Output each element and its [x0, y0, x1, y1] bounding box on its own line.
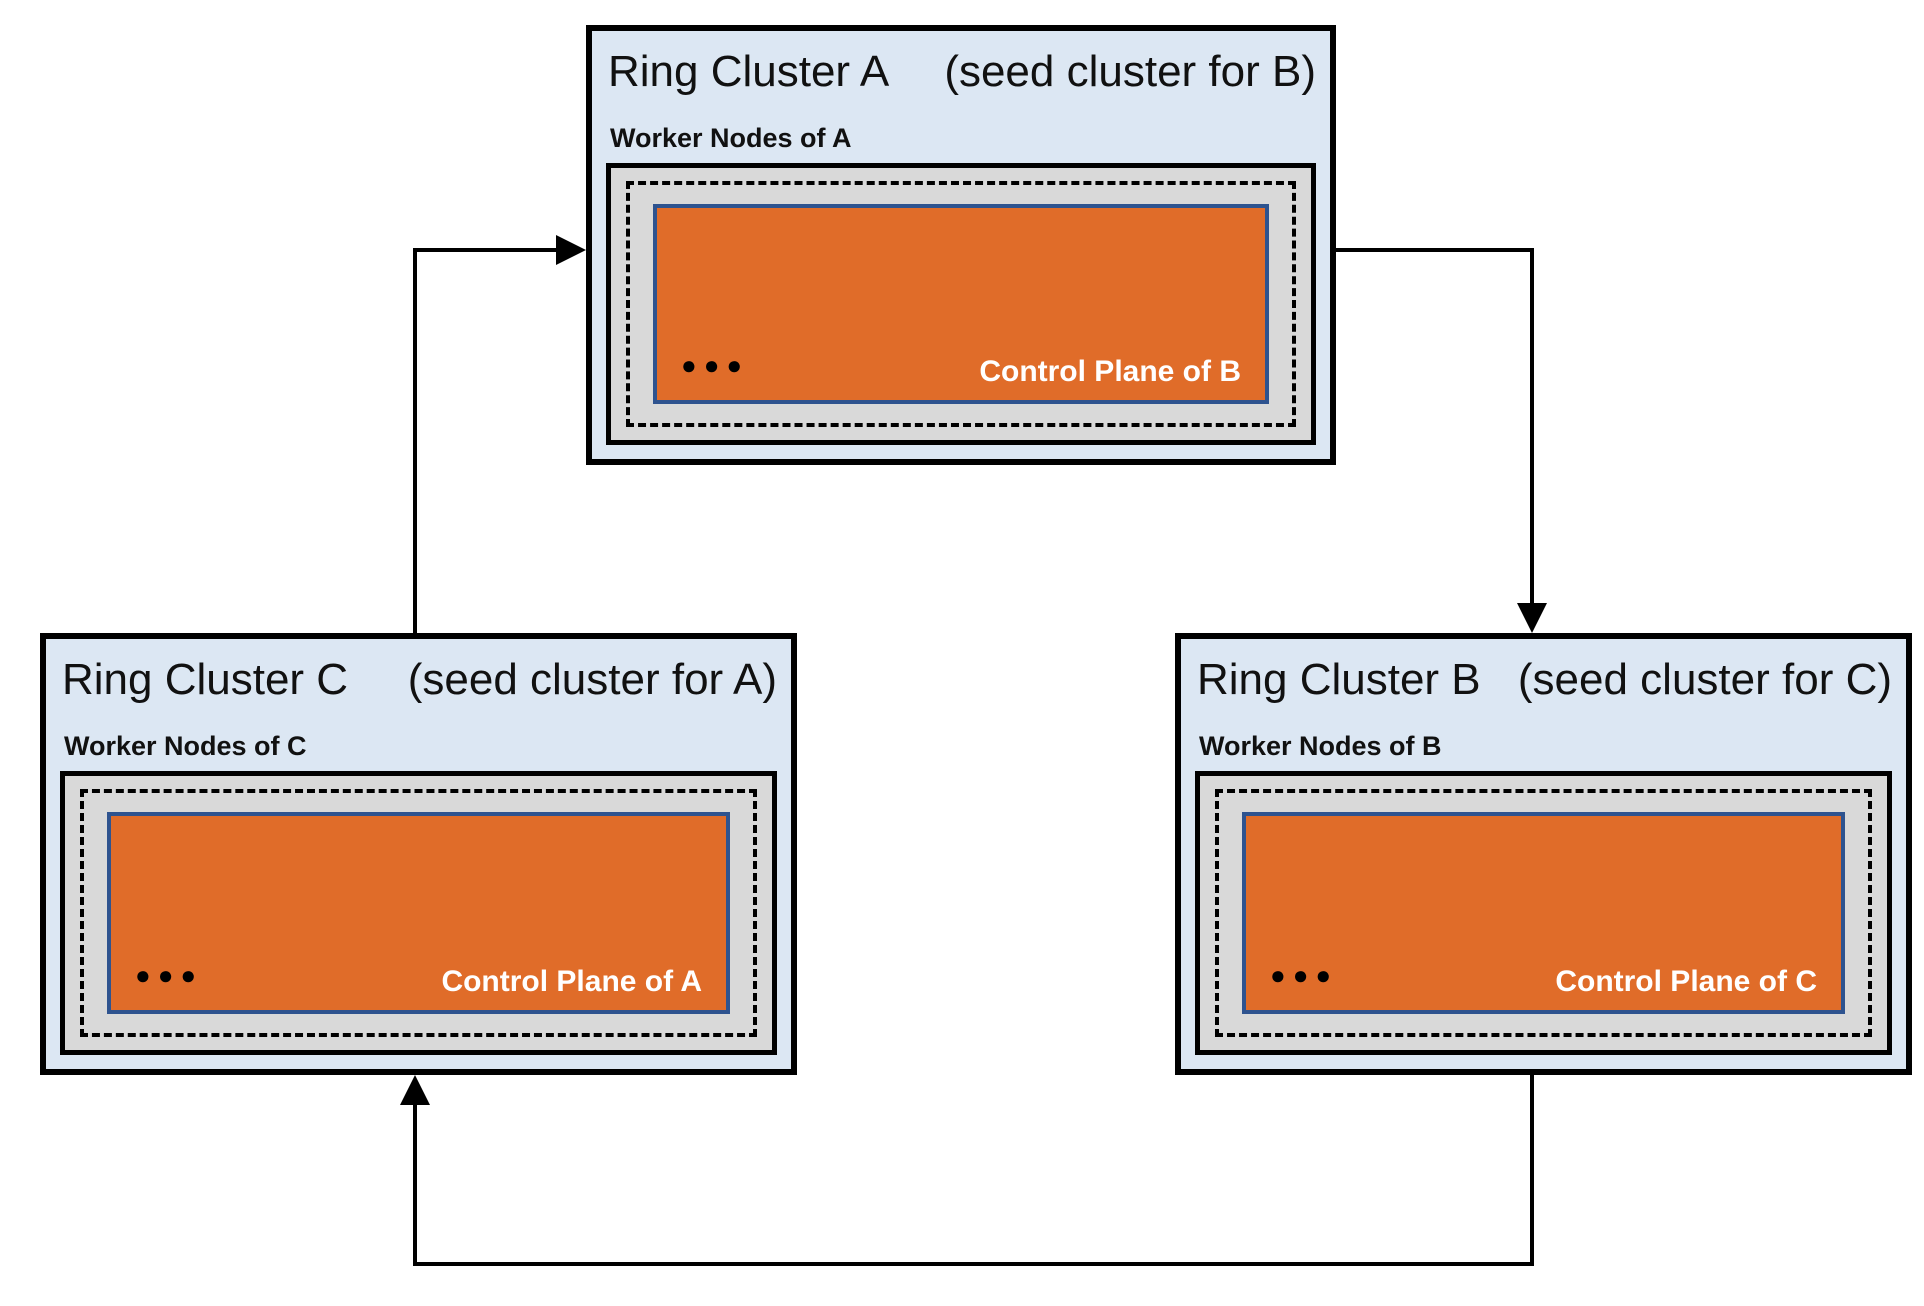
cluster-b-title-row: Ring Cluster B (seed cluster for C) — [1181, 639, 1906, 706]
cluster-a-control-plane-label: Control Plane of B — [979, 355, 1241, 388]
arrowhead-right-icon — [556, 235, 586, 265]
cluster-c-dashed-boundary: ●●● Control Plane of A — [80, 789, 757, 1037]
cluster-a-worker-nodes-box: ●●● Control Plane of B — [606, 163, 1316, 445]
cluster-a-title-row: Ring Cluster A (seed cluster for B) — [592, 31, 1330, 98]
cluster-b: Ring Cluster B (seed cluster for C) Work… — [1175, 633, 1912, 1075]
arrow-c-to-a-vertical-segment — [413, 248, 417, 633]
cluster-b-worker-nodes-label: Worker Nodes of B — [1199, 730, 1442, 761]
cluster-b-control-plane-row: ●●● Control Plane of C — [1246, 962, 1841, 1010]
cluster-a-control-plane-box: ●●● Control Plane of B — [653, 204, 1269, 404]
arrow-b-to-c-left-vertical-segment — [413, 1103, 417, 1266]
arrow-b-to-c-right-vertical-segment — [1530, 1075, 1534, 1266]
cluster-c-seed-note: (seed cluster for A) — [407, 655, 777, 704]
cluster-a-title: Ring Cluster A — [608, 47, 890, 96]
arrow-b-to-c-horizontal-segment — [413, 1262, 1534, 1266]
cluster-b-worker-nodes-box: ●●● Control Plane of C — [1195, 771, 1892, 1055]
cluster-c-control-plane-row: ●●● Control Plane of A — [111, 962, 726, 1010]
cluster-a-dashed-boundary: ●●● Control Plane of B — [626, 181, 1296, 427]
cluster-c-control-plane-box: ●●● Control Plane of A — [107, 812, 730, 1014]
cluster-a-worker-nodes-label: Worker Nodes of A — [610, 122, 852, 153]
cluster-c-worker-nodes-box: ●●● Control Plane of A — [60, 771, 777, 1055]
cluster-c-title: Ring Cluster C — [62, 655, 349, 704]
cluster-a-seed-note: (seed cluster for B) — [944, 47, 1316, 96]
cluster-a-control-plane-row: ●●● Control Plane of B — [657, 352, 1265, 400]
arrow-c-to-a-horizontal-segment — [413, 248, 558, 252]
cluster-c-control-plane-label: Control Plane of A — [441, 965, 702, 998]
ellipsis-icon: ●●● — [681, 350, 750, 380]
cluster-b-seed-note: (seed cluster for C) — [1517, 655, 1892, 704]
cluster-c-worker-nodes-label: Worker Nodes of C — [64, 730, 307, 761]
ellipsis-icon: ●●● — [135, 960, 204, 990]
arrow-a-to-b-horizontal-segment — [1336, 248, 1534, 252]
cluster-b-control-plane-label: Control Plane of C — [1555, 965, 1817, 998]
cluster-c: Ring Cluster C (seed cluster for A) Work… — [40, 633, 797, 1075]
cluster-c-title-row: Ring Cluster C (seed cluster for A) — [46, 639, 791, 706]
arrow-a-to-b-vertical-segment — [1530, 248, 1534, 605]
arrowhead-up-icon — [400, 1075, 430, 1105]
ellipsis-icon: ●●● — [1270, 960, 1339, 990]
cluster-b-control-plane-box: ●●● Control Plane of C — [1242, 812, 1845, 1014]
cluster-a: Ring Cluster A (seed cluster for B) Work… — [586, 25, 1336, 465]
arrowhead-down-icon — [1517, 603, 1547, 633]
cluster-b-dashed-boundary: ●●● Control Plane of C — [1215, 789, 1872, 1037]
cluster-b-title: Ring Cluster B — [1197, 655, 1481, 704]
